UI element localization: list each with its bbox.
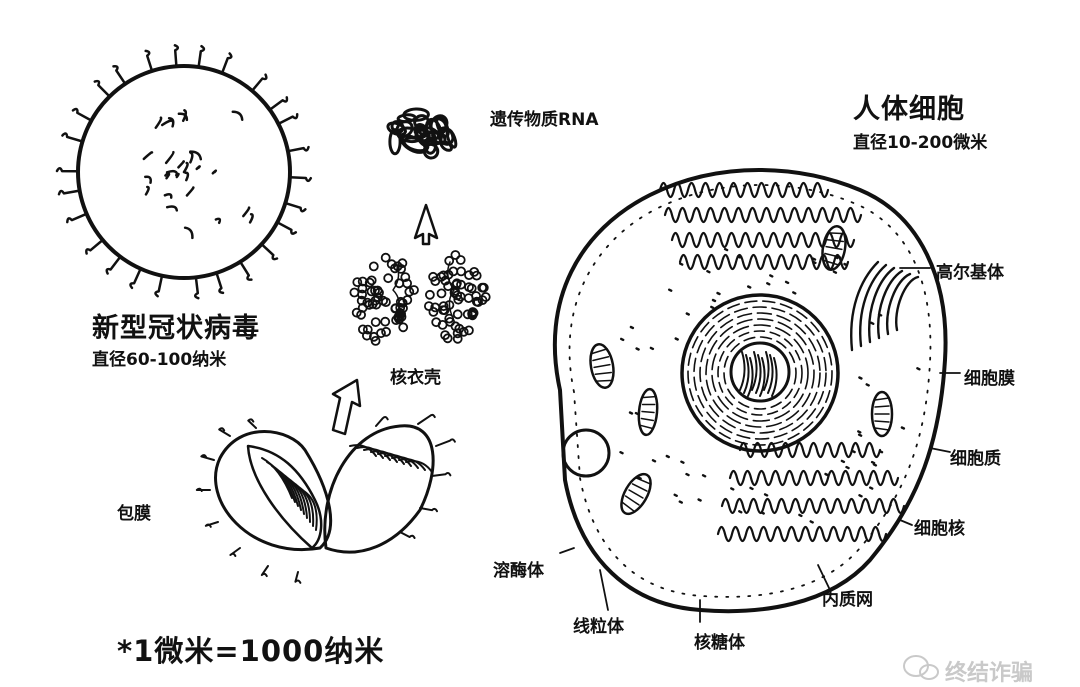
label-ribosome: 核糖体 bbox=[694, 633, 745, 653]
endoplasmic-reticulum bbox=[658, 181, 906, 543]
rna-illustration bbox=[386, 107, 458, 160]
rna-label: 遗传物质RNA bbox=[490, 110, 599, 130]
wechat-icon bbox=[903, 655, 939, 680]
label-mitochondria: 线粒体 bbox=[573, 617, 624, 637]
envelope-illustration bbox=[195, 413, 456, 584]
label-cytoplasm: 细胞质 bbox=[950, 449, 1001, 469]
nucleocapsid-illustration bbox=[349, 250, 491, 346]
mitochondria bbox=[589, 225, 894, 516]
capsid-label: 核衣壳 bbox=[390, 368, 441, 388]
envelope-label: 包膜 bbox=[117, 504, 151, 524]
cell-size: 直径10-200微米 bbox=[853, 133, 988, 153]
label-pointers bbox=[559, 267, 961, 623]
unit-footnote: *1微米=1000纳米 bbox=[117, 634, 385, 668]
virus-spikes bbox=[55, 44, 313, 300]
watermark-text: 终结诈骗 bbox=[945, 661, 1034, 686]
cell-illustration bbox=[552, 168, 948, 614]
label-lysosome: 溶酶体 bbox=[493, 561, 544, 581]
label-golgi: 高尔基体 bbox=[936, 263, 1004, 283]
virus-size: 直径60-100纳米 bbox=[92, 350, 227, 370]
virus-illustration bbox=[55, 44, 313, 300]
label-er: 内质网 bbox=[822, 590, 873, 610]
arrow-up-icon bbox=[413, 203, 439, 246]
arrow-diagonal-icon bbox=[331, 378, 362, 436]
ribosomes bbox=[619, 247, 921, 524]
golgi-apparatus bbox=[850, 260, 920, 352]
virus-title: 新型冠状病毒 bbox=[92, 313, 260, 344]
lysosome bbox=[561, 428, 611, 478]
label-nucleus: 细胞核 bbox=[914, 519, 965, 539]
cell-nucleus bbox=[680, 293, 840, 453]
cell-title: 人体细胞 bbox=[853, 94, 965, 125]
label-membrane: 细胞膜 bbox=[964, 369, 1015, 389]
virus-rna-strands bbox=[142, 109, 254, 240]
